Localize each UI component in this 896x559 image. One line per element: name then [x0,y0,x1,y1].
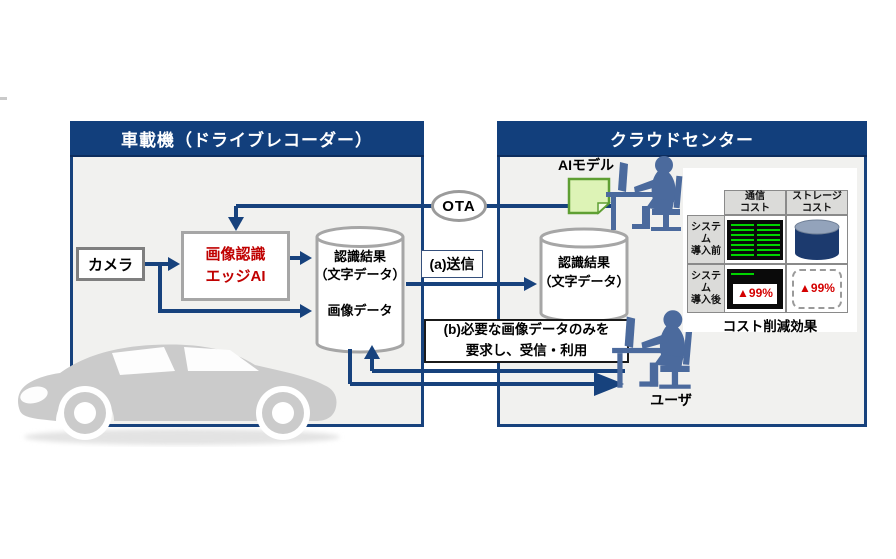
row-header-after: システム 導入後 [687,264,725,313]
storage-cylinder-icon [794,219,840,260]
data-traffic-screenshot-icon [727,219,783,260]
cell-storage-before [786,215,848,264]
car-icon [18,344,340,445]
ai-engineer-person-icon [606,156,683,231]
vehicle-db-result-1: 認識結果 [333,249,386,264]
cloud-db-result-1: 認識結果 [557,255,610,270]
arrowhead-send [524,277,537,291]
reduced-traffic-screenshot-icon: ▲99% [727,268,783,309]
user-label: ユーザ [650,392,692,408]
row-header-before: システム 導入前 [687,215,725,264]
vehicle-db-result-2: （文字データ） [314,267,406,282]
ota-ellipse: OTA [431,190,487,222]
vehicle-db-image: 画像データ [327,303,393,318]
edge-artifact-dash [0,97,7,100]
arrowhead-ota-down [228,217,244,231]
request-label-1: (b)必要な画像データのみを [443,322,610,338]
request-label-box: (b)必要な画像データのみを 要求し、受信・利用 [424,319,629,363]
cost-table-caption: コスト削減効果 [722,319,818,334]
arrowhead-image-to-db [300,304,312,318]
arrowhead-ai-to-db [300,251,312,265]
edge-ai-box: 画像認識 エッジAI [181,231,290,301]
cell-comm-after: ▲99% [724,264,786,313]
col-header-storage: ストレージ コスト [786,190,848,215]
camera-box: カメラ [76,247,145,281]
arrowhead-camera-to-ai [168,257,180,271]
arrowhead-delivery-right [594,372,624,396]
comm-reduction-badge: ▲99% [733,283,777,304]
ai-model-note-icon [567,177,611,215]
cloud-db-cylinder: 認識結果 （文字データ） [538,226,630,325]
arrowhead-request-up [364,345,380,359]
col-header-communication: 通信 コスト [724,190,786,215]
request-label-2: 要求し、受信・利用 [465,343,588,358]
vehicle-panel-title: 車載機（ドライブレコーダー） [70,121,424,157]
vehicle-db-cylinder: 認識結果 （文字データ） 画像データ [314,224,406,356]
cost-table-panel: 通信 コスト ストレージ コスト システム 導入前 システム 導入後 [683,168,857,334]
cylinder-icon [539,227,629,323]
cell-storage-after: ▲99% [786,264,848,313]
cloud-db-result-2: （文字データ） [538,274,630,289]
edge-ai-label-2: エッジAI [205,268,266,285]
edge-ai-label-1: 画像認識 [205,246,266,264]
cell-comm-before [724,215,786,264]
send-label-box: (a)送信 [421,250,483,278]
cloud-panel-title: クラウドセンター [497,121,867,157]
cylinder-icon [315,226,405,354]
ai-model-label: AIモデル [558,157,614,173]
car-front-wheel [58,386,112,440]
storage-reduction-badge: ▲99% [792,268,842,309]
car-rear-wheel [256,386,310,440]
